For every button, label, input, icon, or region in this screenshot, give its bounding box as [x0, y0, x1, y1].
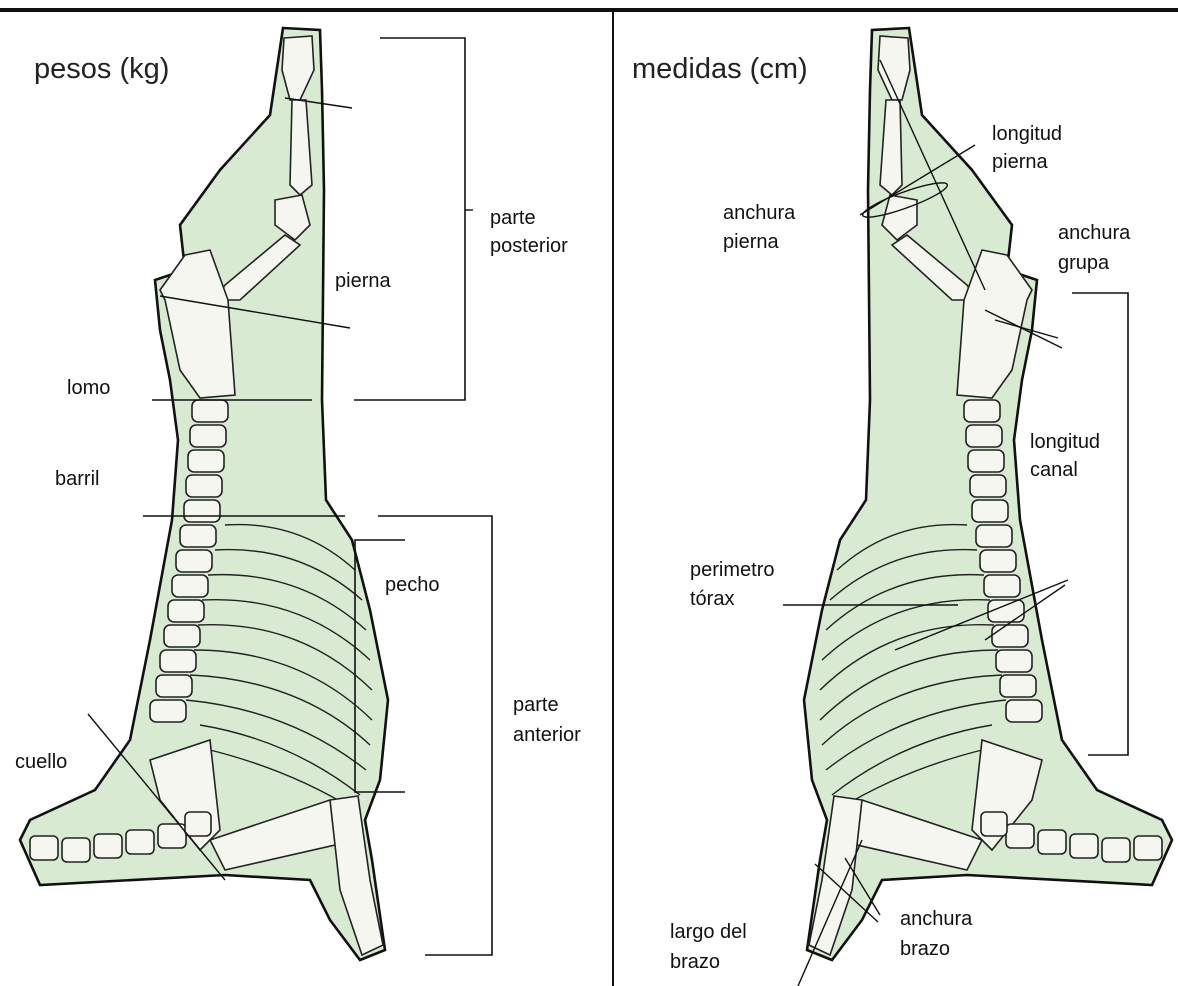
- label-perimetro-torax-1: perimetro: [690, 559, 774, 581]
- left-panel: pesos (kg) pierna parte posterior lomo b…: [15, 28, 581, 960]
- label-parte-posterior-2: posterior: [490, 235, 568, 257]
- label-longitud-pierna-1: longitud: [992, 123, 1062, 145]
- label-perimetro-torax-2: tórax: [690, 588, 734, 610]
- label-anchura-grupa-1: anchura: [1058, 222, 1131, 244]
- label-longitud-canal-1: longitud: [1030, 431, 1100, 453]
- label-largo-brazo-1: largo del: [670, 921, 747, 943]
- label-anchura-brazo-1: anchura: [900, 908, 973, 930]
- label-longitud-canal-2: canal: [1030, 459, 1078, 481]
- left-carcass: [20, 28, 388, 960]
- label-parte-anterior-1: parte: [513, 694, 559, 716]
- right-panel-title: medidas (cm): [632, 53, 808, 85]
- right-carcass: [804, 28, 1172, 960]
- longitud-canal-bracket: [1072, 293, 1128, 755]
- left-panel-title: pesos (kg): [34, 53, 169, 85]
- label-longitud-pierna-2: pierna: [992, 151, 1048, 173]
- label-parte-anterior-2: anterior: [513, 724, 581, 746]
- right-panel: medidas (cm) longitud pierna anchura pie…: [632, 28, 1172, 986]
- label-pecho: pecho: [385, 574, 440, 596]
- label-anchura-pierna-1: anchura: [723, 202, 796, 224]
- label-parte-posterior-1: parte: [490, 207, 536, 229]
- label-pierna: pierna: [335, 270, 391, 292]
- label-anchura-grupa-2: grupa: [1058, 252, 1110, 274]
- parte-posterior-bracket: [354, 38, 465, 400]
- label-lomo: lomo: [67, 377, 110, 399]
- label-cuello: cuello: [15, 751, 67, 773]
- label-anchura-pierna-2: pierna: [723, 231, 779, 253]
- label-anchura-brazo-2: brazo: [900, 938, 950, 960]
- label-largo-brazo-2: brazo: [670, 951, 720, 973]
- label-barril: barril: [55, 468, 99, 490]
